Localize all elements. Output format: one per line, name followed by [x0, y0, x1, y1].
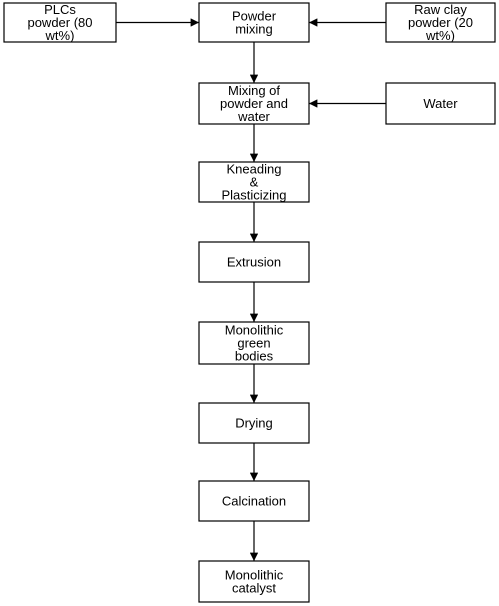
node-drying: Drying	[198, 402, 310, 444]
node-box	[198, 402, 310, 444]
node-label-line: Water	[423, 96, 458, 111]
node-label-line: &	[250, 175, 259, 190]
node-label-line: catalyst	[232, 581, 276, 596]
node-label-line: Kneading	[227, 162, 282, 177]
node-label-line: powder (20	[408, 15, 473, 30]
node-box	[385, 2, 496, 43]
node-box	[198, 82, 310, 125]
node-box	[3, 2, 117, 43]
node-label-line: Calcination	[222, 494, 286, 509]
node-label-line: green	[237, 336, 270, 351]
node-box	[198, 161, 310, 203]
node-label-line: mixing	[235, 22, 273, 37]
node-label-line: Extrusion	[227, 255, 281, 270]
node-box	[198, 2, 310, 43]
node-label-line: wt%)	[45, 28, 75, 43]
node-label-line: Mixing of	[228, 83, 280, 98]
node-label-line: wt%)	[425, 28, 455, 43]
node-label-line: powder and	[220, 96, 288, 111]
node-calcination: Calcination	[198, 480, 310, 522]
node-water: Water	[385, 82, 496, 125]
node-extrusion: Extrusion	[198, 241, 310, 283]
node-box	[198, 480, 310, 522]
node-label-line: water	[237, 109, 270, 124]
node-label-line: Plasticizing	[221, 188, 286, 203]
node-label-line: Monolithic	[225, 568, 284, 583]
node-label-line: Monolithic	[225, 323, 284, 338]
node-box	[385, 82, 496, 125]
node-label-line: powder (80	[27, 15, 92, 30]
node-label-line: Raw clay	[414, 2, 467, 17]
node-label-line: Powder	[232, 9, 277, 24]
node-box	[198, 321, 310, 365]
node-box	[198, 241, 310, 283]
node-label-line: Drying	[235, 416, 273, 431]
node-label-line: bodies	[235, 349, 274, 364]
node-label-line: PLCs	[44, 2, 76, 17]
node-kneading: Kneading&Plasticizing	[198, 161, 310, 203]
node-box	[198, 560, 310, 603]
